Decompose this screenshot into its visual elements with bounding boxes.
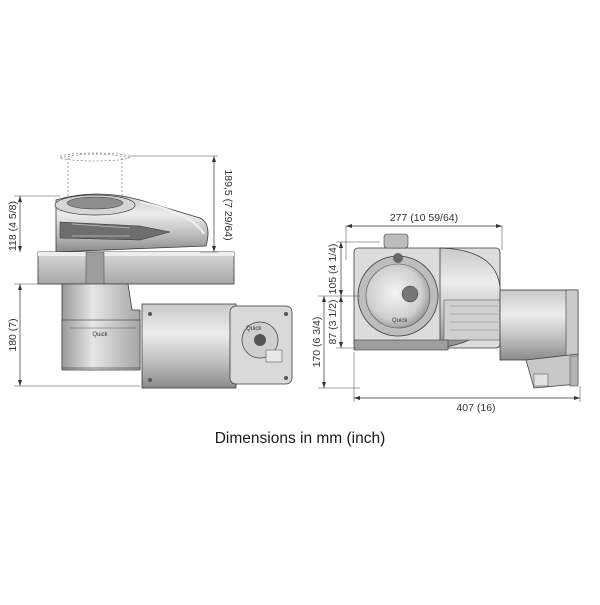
front-view: Quick 277 (10 59/64) 105 (4 1/4): [311, 212, 581, 414]
dim-overall-height-label: 189,5 (7 29/64): [222, 169, 234, 240]
motor-badge-center: [254, 334, 266, 346]
dim-mid: 87 (3 1/2): [327, 296, 356, 349]
dim-overall-height: 189,5 (7 29/64): [130, 155, 234, 253]
dim-length: 407 (16): [353, 352, 581, 414]
drum-hub: [401, 285, 419, 303]
gypsy-brand-text: Quick: [392, 318, 408, 324]
dim-upper: 105 (4 1/4): [327, 241, 380, 297]
deck-highlight: [38, 252, 234, 256]
dim-total: 170 (6 3/4): [311, 295, 360, 389]
dim-width-top: 277 (10 59/64): [345, 212, 503, 260]
deck-shaft-hole: [85, 251, 105, 285]
dim-width-top-label: 277 (10 59/64): [390, 212, 458, 224]
gearbox-logo-text: Quick: [92, 332, 108, 338]
side-view: Quick Quick 189,5 (7 29/64): [7, 152, 293, 389]
motor-bolt: [284, 312, 288, 316]
gypsy-housing: [54, 193, 209, 253]
caption: Dimensions in mm (inch): [214, 430, 386, 447]
motor-bolt: [148, 378, 152, 382]
front-motor: [499, 289, 579, 389]
dashed-gypsy-outline: [59, 152, 131, 196]
motor-bolt: [284, 376, 288, 380]
dim-below-deck-label: 180 (7): [7, 318, 19, 351]
dim-above-deck-label: 118 (4 5/8): [7, 201, 19, 251]
dim-above-deck: 118 (4 5/8): [7, 195, 60, 252]
gypsy-drum: Quick: [357, 253, 439, 337]
front-base: [353, 339, 449, 351]
gearbox: Quick: [61, 283, 141, 371]
motor-label-plate: [265, 349, 283, 363]
dim-upper-label: 105 (4 1/4): [327, 244, 339, 295]
dim-mid-label: 87 (3 1/2): [327, 300, 339, 345]
motor-bolt: [148, 312, 152, 316]
dim-total-label: 170 (6 3/4): [311, 317, 323, 368]
drum-top-cog: [393, 253, 403, 263]
dim-below-deck: 180 (7): [7, 283, 140, 387]
motor-brand-text: Quick: [246, 326, 262, 332]
dim-length-label: 407 (16): [456, 402, 495, 414]
motor: Quick: [141, 303, 293, 389]
deck-plate: [37, 251, 235, 285]
